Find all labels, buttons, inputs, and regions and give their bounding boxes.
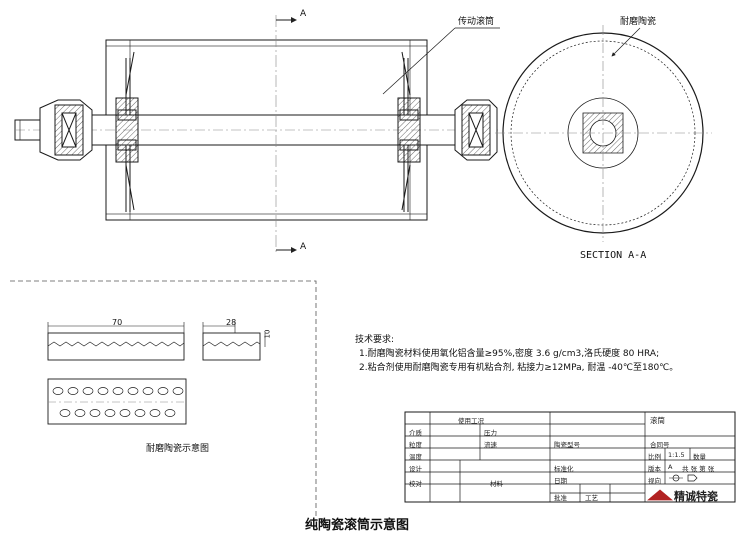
tb-check: 校对 [409,480,422,488]
tile-detail-frame [10,280,317,520]
tb-name: 滚筒 [650,416,665,425]
tb-version-label: 版本 [648,465,661,473]
tb-projection: 视向 [648,477,661,485]
tb-temperature: 温度 [409,453,422,461]
wear-ceramic-label: 耐磨陶瓷 [620,17,657,27]
pulley-side-view [14,15,500,255]
tb-standardize: 标准化 [554,465,574,473]
tile-caption: 耐磨陶瓷示意图 [146,444,210,454]
tb-medium: 介质 [409,429,422,437]
tb-scale-label: 比例 [648,453,661,461]
dim-70: 70 [112,318,123,327]
tb-speed: 流速 [484,441,497,449]
tb-design: 设计 [409,465,422,473]
tb-date: 日期 [554,477,567,485]
tb-contract-no: 合同号 [650,441,670,449]
tb-drawing-no: 陶瓷型号 [554,441,580,449]
main-caption: 纯陶瓷滚筒示意图 [305,518,410,533]
section-a-a-view [495,25,712,242]
section-mark-bottom: A [300,242,307,252]
requirement-2: 2.粘合剂使用耐磨陶瓷专用有机粘合剂, 粘接力≥12MPa, 耐温 -40℃至1… [359,363,679,373]
requirement-1: 1.耐磨陶瓷材料使用氧化铝含量≥95%,密度 3.6 g/cm3,洛氏硬度 80… [359,349,660,359]
company-logo-text: 精诚特瓷 [674,490,718,503]
tb-craft: 工艺 [585,494,598,502]
technical-requirements: 技术要求: 1.耐磨陶瓷材料使用氧化铝含量≥95%,密度 3.6 g/cm3,洛… [355,333,678,375]
requirements-title: 技术要求: [355,335,395,345]
section-mark-top: A [300,9,307,19]
tb-scale-value: 1:1.5 [668,451,685,459]
section-title: SECTION A-A [580,250,647,261]
tile-detail [47,322,266,425]
dim-10: 10 [263,329,272,339]
title-block [404,411,736,503]
tb-version-value: A [668,463,673,471]
tb-quantity: 数量 [693,453,706,461]
tb-pressure: 压力 [484,429,497,437]
tb-approve: 批准 [554,494,567,502]
dim-28: 28 [226,318,237,327]
drive-pulley-label: 传动滚筒 [458,17,495,27]
tb-material: 材料 [490,480,503,488]
tb-particle: 粒度 [409,441,422,449]
tb-use-conditions: 使用工况 [458,417,484,425]
tb-sheets: 共 张 第 张 [682,465,715,473]
